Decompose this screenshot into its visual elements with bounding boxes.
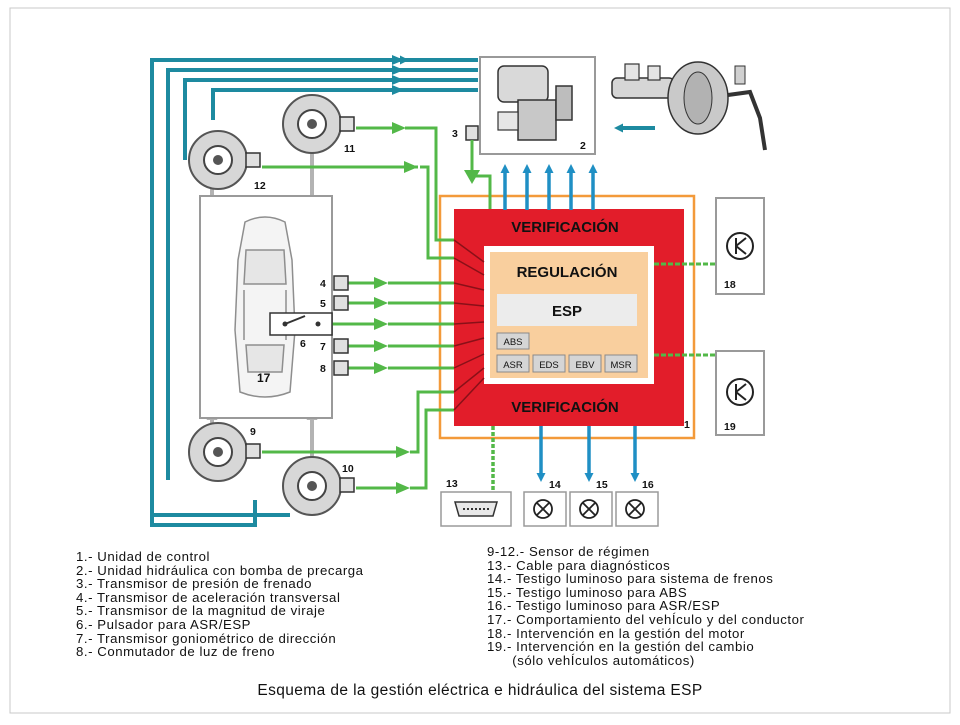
verification-bottom-label: VERIFICACIÓN (511, 398, 619, 416)
legend-item: 3.- Transmisor de presión de frenado (76, 576, 313, 592)
wheel-12 (188, 130, 261, 190)
legend-item: 13.- Cable para diagnósticos (487, 557, 671, 573)
label-4: 4 (320, 278, 326, 290)
legend-item: 2.- Unidad hidráulica con bomba de preca… (76, 562, 364, 578)
outer-border (9, 7, 951, 714)
label-11: 11 (344, 143, 355, 155)
legend-item: 6.- Pulsador para ASR/ESP (76, 616, 252, 632)
esp-box (497, 294, 637, 326)
warning-lamp-16 (615, 491, 659, 527)
legend-item: 9-12.- Sensor de régimen (487, 544, 650, 559)
sensor-boxes (333, 275, 349, 376)
wheel-9 (188, 422, 261, 482)
module-msr (604, 354, 638, 373)
label-6: 6 (300, 338, 306, 350)
label-18: 18 (724, 279, 736, 291)
label-9: 9 (250, 426, 256, 438)
label-12: 12 (254, 180, 266, 192)
wheel-11 (282, 94, 355, 154)
label-15: 15 (596, 479, 608, 491)
msr-label: MSR (610, 360, 631, 371)
ebv-label: EBV (575, 360, 595, 371)
gearbox-management-box (715, 350, 765, 436)
blue-down-lines (491, 426, 640, 492)
module-ebv (568, 354, 602, 373)
label-10: 10 (342, 463, 354, 475)
engine-management-box (715, 197, 765, 295)
sensor-arrowheads (374, 122, 480, 494)
label-7: 7 (320, 341, 326, 353)
internal-lines (453, 239, 485, 411)
warning-lamp-15 (569, 491, 613, 527)
label-14: 14 (549, 479, 561, 491)
label-8: 8 (320, 363, 326, 375)
label-1: 1 (684, 419, 690, 431)
legend-item: 14.- Testigo luminoso para sistema de fr… (487, 571, 774, 587)
legend-left: 1.- Unidad de control 2.- Unidad hidrául… (76, 550, 364, 659)
verification-top-label: VERIFICACIÓN (511, 218, 619, 236)
label-13: 13 (446, 478, 458, 490)
car-icon (234, 216, 296, 398)
module-asr (496, 354, 530, 373)
legend-item: 18.- Intervención en la gestión del moto… (487, 625, 745, 641)
asr-esp-switch (269, 312, 333, 336)
module-abs (496, 332, 530, 350)
asr-label: ASR (503, 360, 523, 371)
regulation-label: REGULACIÓN (517, 263, 618, 281)
hydraulic-lines (150, 55, 655, 527)
legend-item: 4.- Transmisor de aceleración transversa… (76, 589, 341, 605)
pressure-sensor (465, 125, 479, 141)
legend-item: 17.- Comportamiento del vehÍculo y del c… (487, 611, 805, 627)
legend-right: 9-12.- Sensor de régimen 13.- Cable para… (487, 545, 804, 667)
label-16: 16 (642, 479, 654, 491)
abs-label: ABS (503, 337, 522, 348)
warning-lamp-14 (523, 491, 567, 527)
diagnostic-connector (440, 491, 512, 527)
label-17: 17 (257, 371, 271, 385)
brake-booster (611, 61, 767, 151)
legend-item: 1.- Unidad de control (76, 549, 210, 564)
label-2: 2 (580, 140, 586, 152)
hydraulic-arrowheads (392, 55, 404, 95)
label-19: 19 (724, 421, 736, 433)
legend-item: 5.- Transmisor de la magnitud de viraje (76, 603, 326, 619)
legend-item: (sólo vehÍculos automáticos) (487, 652, 695, 668)
sensor-lines (262, 124, 716, 492)
legend-item: 8.- Conmutador de luz de freno (76, 644, 276, 660)
legend-item: 15.- Testigo luminoso para ABS (487, 584, 688, 600)
eds-label: EDS (539, 360, 559, 371)
label-3: 3 (452, 128, 458, 140)
legend-item: 16.- Testigo luminoso para ASR/ESP (487, 598, 721, 614)
hydraulic-unit (479, 56, 596, 155)
legend-item: 19.- Intervención en la gestión del camb… (487, 639, 755, 655)
blue-up-lines (500, 164, 598, 210)
figure-caption: Esquema de la gestión eléctrica e hidráu… (257, 682, 703, 699)
wheel-10 (282, 456, 355, 516)
legend-item: 7.- Transmisor goniométrico de dirección (76, 630, 337, 646)
esp-label: ESP (552, 303, 582, 320)
module-eds (532, 354, 566, 373)
label-5: 5 (320, 298, 326, 310)
